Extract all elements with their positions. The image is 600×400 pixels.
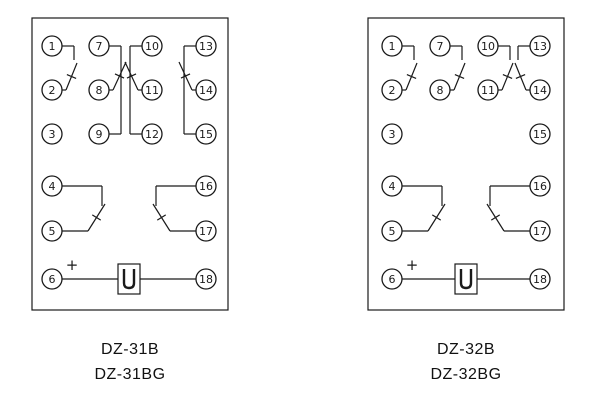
contact-tick — [406, 74, 417, 79]
contact-tick — [490, 214, 501, 221]
terminal-13: 13 — [529, 35, 551, 57]
model-label: DZ-32BG — [430, 366, 502, 383]
svg-text:18: 18 — [533, 273, 547, 286]
terminal-15: 15 — [195, 123, 217, 145]
svg-text:4: 4 — [389, 180, 396, 193]
svg-text:17: 17 — [533, 225, 547, 238]
svg-text:15: 15 — [199, 128, 213, 141]
terminal-14: 14 — [529, 79, 551, 101]
terminal-13: 13 — [195, 35, 217, 57]
terminal-12: 12 — [141, 123, 163, 145]
svg-text:16: 16 — [199, 180, 213, 193]
terminal-15: 15 — [529, 123, 551, 145]
terminal-18: 18 — [195, 268, 217, 290]
svg-text:6: 6 — [49, 273, 56, 286]
svg-text:13: 13 — [533, 40, 547, 53]
terminal-7: 7 — [88, 35, 110, 57]
terminal-5: 5 — [41, 220, 63, 242]
svg-text:8: 8 — [96, 84, 103, 97]
svg-text:5: 5 — [389, 225, 396, 238]
contact-tick — [66, 74, 77, 79]
terminal-3: 3 — [41, 123, 63, 145]
svg-text:11: 11 — [145, 84, 159, 97]
terminal-2: 2 — [381, 79, 403, 101]
terminal-11: 11 — [141, 79, 163, 101]
model-label: DZ-31BG — [94, 366, 166, 383]
model-label: DZ-31B — [100, 341, 160, 358]
svg-text:6: 6 — [389, 273, 396, 286]
svg-text:9: 9 — [96, 128, 103, 141]
terminal-7: 7 — [429, 35, 451, 57]
svg-text:4: 4 — [49, 180, 56, 193]
svg-text:1: 1 — [49, 40, 56, 53]
terminal-3: 3 — [381, 123, 403, 145]
coil-u-symbol — [122, 269, 136, 290]
svg-text:1: 1 — [389, 40, 396, 53]
terminal-18: 18 — [529, 268, 551, 290]
terminal-11: 11 — [477, 79, 499, 101]
terminal-8: 8 — [429, 79, 451, 101]
svg-text:11: 11 — [481, 84, 495, 97]
svg-text:13: 13 — [199, 40, 213, 53]
terminal-1: 1 — [41, 35, 63, 57]
terminal-8: 8 — [88, 79, 110, 101]
svg-text:5: 5 — [49, 225, 56, 238]
contact-tick — [156, 214, 167, 221]
svg-text:3: 3 — [389, 128, 396, 141]
terminal-17: 17 — [195, 220, 217, 242]
contact-tick — [126, 73, 137, 79]
relay-diagram-dz-32: +1 2 3 4 5 6 7 8 10 11 13 14 15 16 17 18 — [367, 17, 565, 311]
coil-box — [454, 263, 478, 295]
terminal-16: 16 — [529, 175, 551, 197]
polarity-plus: + — [406, 256, 419, 274]
svg-text:3: 3 — [49, 128, 56, 141]
contact-tick — [431, 214, 442, 221]
svg-text:2: 2 — [389, 84, 396, 97]
contact-tick — [515, 74, 526, 79]
enclosure-outline — [31, 17, 229, 311]
model-label: DZ-32B — [436, 341, 496, 358]
svg-text:15: 15 — [533, 128, 547, 141]
svg-text:14: 14 — [533, 84, 547, 97]
terminal-4: 4 — [381, 175, 403, 197]
svg-text:12: 12 — [145, 128, 159, 141]
svg-text:2: 2 — [49, 84, 56, 97]
terminal-4: 4 — [41, 175, 63, 197]
contact-tick — [502, 74, 513, 79]
terminal-17: 17 — [529, 220, 551, 242]
model-caption-left: DZ-31B DZ-31BG — [30, 337, 230, 387]
polarity-plus: + — [66, 256, 79, 274]
coil-box — [117, 263, 141, 295]
terminal-6: 6 — [381, 268, 403, 290]
model-caption-right: DZ-32B DZ-32BG — [366, 337, 566, 387]
terminal-10: 10 — [477, 35, 499, 57]
svg-text:10: 10 — [481, 40, 495, 53]
terminal-9: 9 — [88, 123, 110, 145]
contact-tick — [114, 73, 125, 79]
terminal-14: 14 — [195, 79, 217, 101]
terminal-16: 16 — [195, 175, 217, 197]
terminal-1: 1 — [381, 35, 403, 57]
contact-tick — [91, 214, 102, 221]
svg-text:16: 16 — [533, 180, 547, 193]
svg-text:7: 7 — [96, 40, 103, 53]
enclosure-outline — [367, 17, 565, 311]
svg-text:10: 10 — [145, 40, 159, 53]
svg-text:17: 17 — [199, 225, 213, 238]
terminal-2: 2 — [41, 79, 63, 101]
coil-u-symbol — [459, 269, 473, 290]
svg-text:8: 8 — [437, 84, 444, 97]
contact-tick — [454, 74, 465, 79]
svg-text:18: 18 — [199, 273, 213, 286]
svg-text:14: 14 — [199, 84, 213, 97]
svg-text:7: 7 — [437, 40, 444, 53]
terminal-6: 6 — [41, 268, 63, 290]
contact-tick — [180, 73, 191, 79]
terminal-10: 10 — [141, 35, 163, 57]
terminal-5: 5 — [381, 220, 403, 242]
